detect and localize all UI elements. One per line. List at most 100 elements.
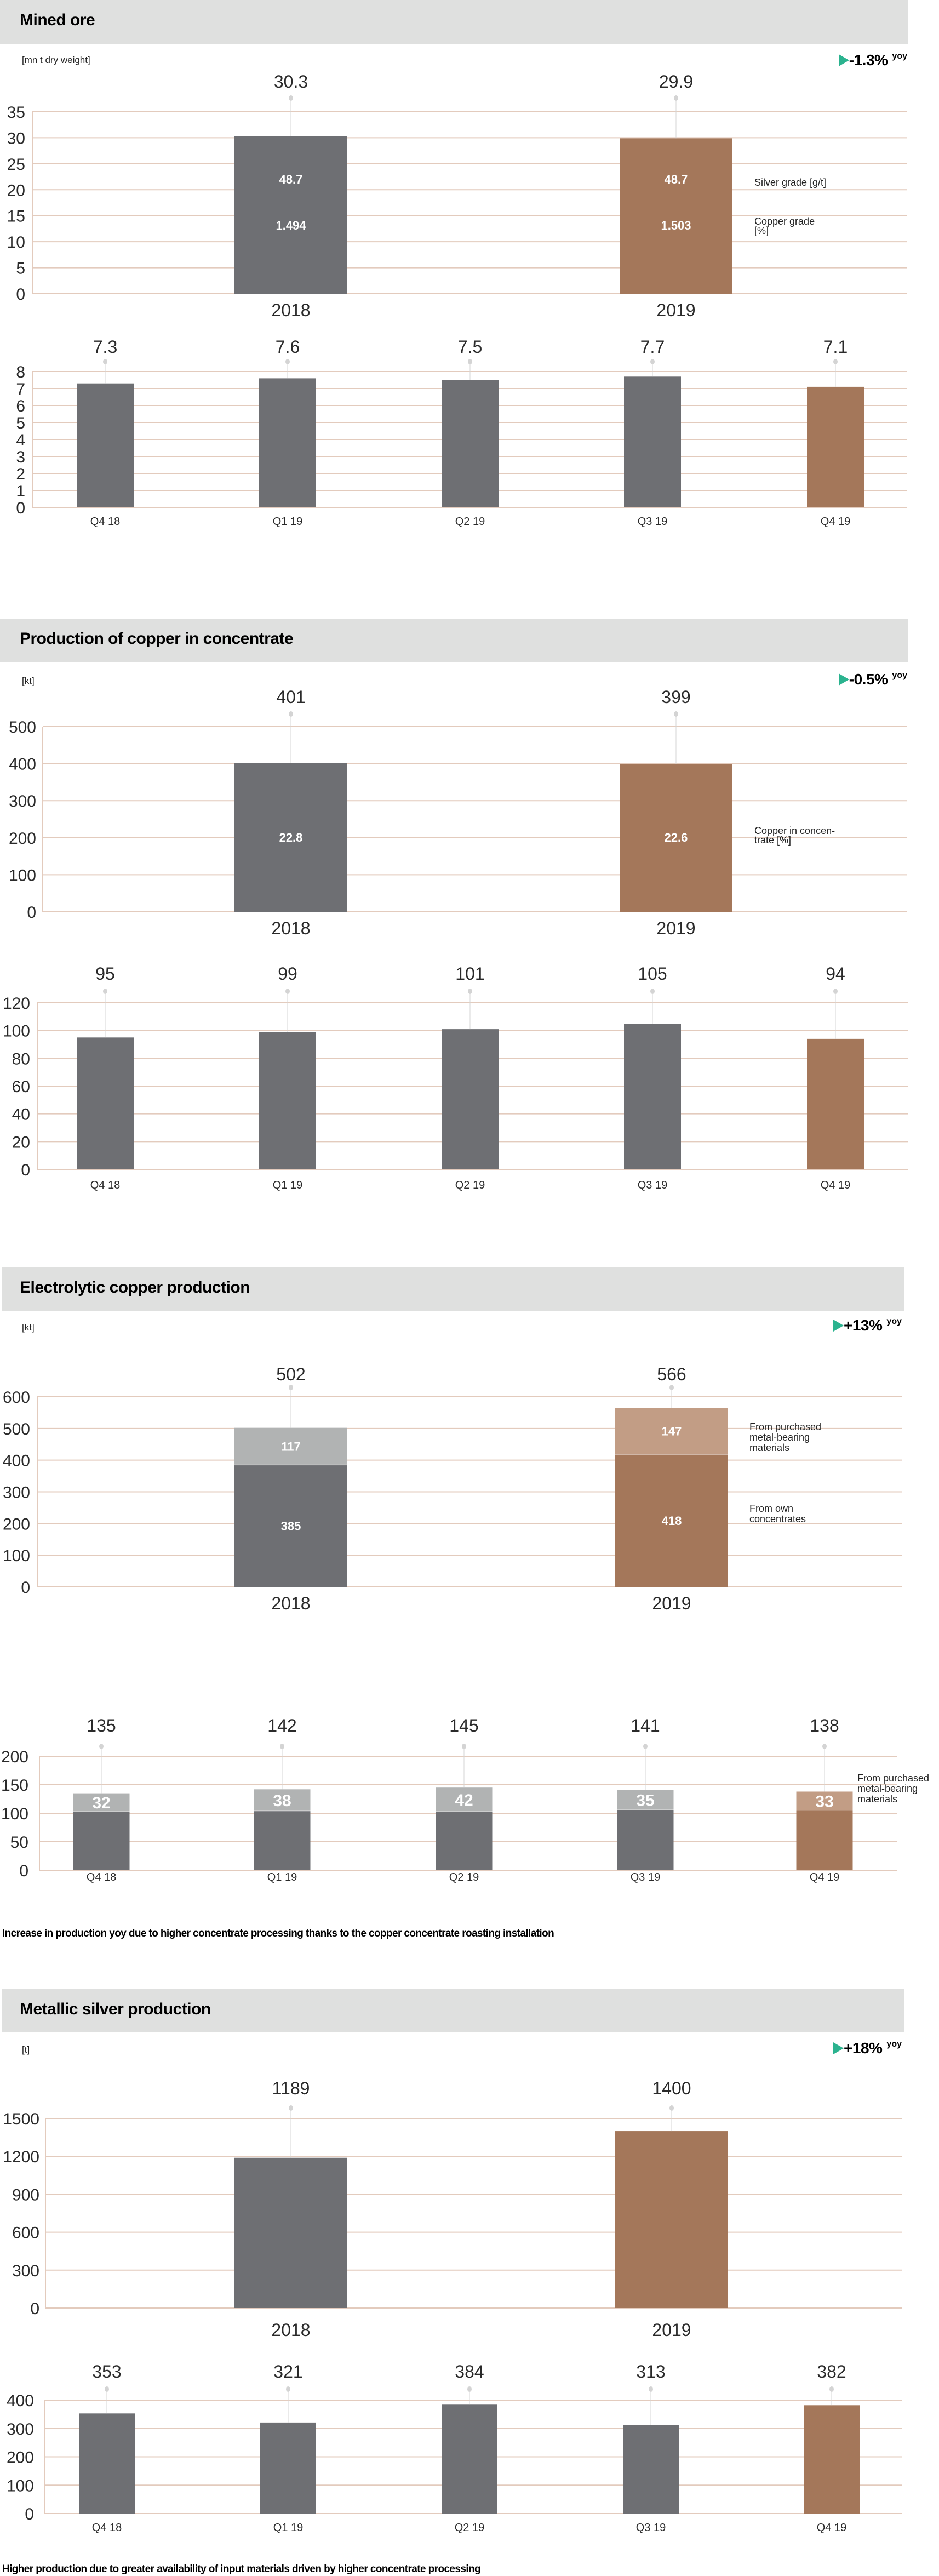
y-tick-label: 0 bbox=[25, 2505, 34, 2523]
x-axis-label: Q1 19 bbox=[267, 1871, 297, 1883]
leader-dot bbox=[289, 1385, 293, 1390]
x-axis-label: 2018 bbox=[271, 300, 310, 320]
y-tick-label: 200 bbox=[7, 2449, 34, 2467]
x-axis-label: Q1 19 bbox=[273, 1179, 302, 1191]
y-tick-label: 200 bbox=[1, 1748, 28, 1766]
bar-segment-purchased-materials bbox=[73, 1793, 130, 1812]
section-title: Electrolytic copper production bbox=[20, 1278, 250, 1296]
segment-label: 418 bbox=[662, 1514, 682, 1528]
value-label: 94 bbox=[826, 964, 845, 984]
x-axis-label: Q3 19 bbox=[638, 516, 667, 528]
x-axis-label: 2019 bbox=[656, 300, 695, 320]
value-label: 135 bbox=[87, 1716, 116, 1735]
y-tick-label: 6 bbox=[16, 397, 25, 415]
value-label: 321 bbox=[273, 2362, 302, 2381]
x-axis-label: 2018 bbox=[271, 2320, 310, 2340]
yoy-value: +18% bbox=[844, 2040, 883, 2057]
leader-dot bbox=[833, 359, 838, 364]
segment-label: 117 bbox=[281, 1440, 301, 1454]
legend-label: concentrates bbox=[749, 1513, 806, 1524]
y-tick-label: 1 bbox=[16, 482, 25, 500]
value-label: 99 bbox=[278, 964, 297, 984]
yoy-value: +13% bbox=[844, 1317, 883, 1334]
y-tick-label: 100 bbox=[3, 1547, 30, 1565]
leader-dot bbox=[649, 2386, 653, 2392]
bar-segment-own-concentrates bbox=[436, 1811, 493, 1870]
y-tick-label: 300 bbox=[7, 2420, 34, 2438]
section-header-mined-ore bbox=[0, 0, 908, 44]
legend-label: metal-bearing bbox=[857, 1783, 918, 1794]
y-tick-label: 300 bbox=[12, 2262, 39, 2280]
legend-label: Copper in concen- bbox=[754, 825, 835, 836]
leader-dot bbox=[285, 989, 290, 994]
y-tick-label: 600 bbox=[3, 1389, 30, 1407]
green-triangle-right-icon bbox=[838, 673, 849, 686]
unit-label: [mn t dry weight] bbox=[22, 55, 90, 65]
y-tick-label: 0 bbox=[30, 2300, 39, 2318]
section-header-silver bbox=[2, 1989, 904, 2032]
y-tick-label: 150 bbox=[1, 1777, 28, 1795]
y-tick-label: 3 bbox=[16, 448, 25, 466]
segment-label: 38 bbox=[273, 1792, 291, 1810]
y-tick-label: 100 bbox=[9, 866, 36, 884]
value-label: 101 bbox=[455, 964, 484, 984]
x-axis-label: 2018 bbox=[271, 918, 310, 938]
y-tick-label: 400 bbox=[7, 2392, 34, 2410]
leader-dot bbox=[833, 989, 838, 994]
bar-q4-19 bbox=[804, 2405, 860, 2514]
x-axis-label: Q2 19 bbox=[455, 2522, 484, 2534]
bar-q3-19 bbox=[624, 376, 681, 507]
x-axis-label: Q4 19 bbox=[821, 516, 850, 528]
segment-label: 33 bbox=[815, 1793, 833, 1811]
unit-label: [kt] bbox=[22, 676, 35, 686]
segment-label: 385 bbox=[281, 1520, 301, 1533]
value-label: 142 bbox=[267, 1716, 296, 1735]
value-label: 145 bbox=[449, 1716, 478, 1735]
y-tick-label: 0 bbox=[19, 1862, 28, 1880]
leader-dot bbox=[462, 1744, 466, 1749]
bar-2018 bbox=[234, 2157, 347, 2308]
bar-q4-18 bbox=[77, 1037, 134, 1169]
y-tick-label: 300 bbox=[3, 1484, 30, 1502]
y-tick-label: 1500 bbox=[3, 2110, 39, 2128]
y-tick-label: 4 bbox=[16, 431, 25, 449]
y-tick-label: 0 bbox=[21, 1579, 30, 1597]
bar-segment-purchased-materials bbox=[615, 1408, 728, 1455]
leader-dot bbox=[289, 95, 293, 101]
leader-dot bbox=[280, 1744, 284, 1749]
yoy-badge: -1.3% yoy bbox=[838, 52, 907, 69]
bar-segment-own-concentrates bbox=[615, 1454, 728, 1587]
green-triangle-right-icon bbox=[833, 1320, 844, 1332]
green-triangle-right-icon bbox=[838, 54, 849, 66]
x-axis-label: 2019 bbox=[656, 918, 695, 938]
bar-q1-19 bbox=[260, 2422, 316, 2514]
bar-segment-purchased-materials bbox=[254, 1789, 311, 1811]
value-label: 105 bbox=[638, 964, 667, 984]
in-bar-label: 22.6 bbox=[665, 831, 688, 844]
legend-label: From own bbox=[749, 1503, 793, 1514]
bar-segment-own-concentrates bbox=[73, 1811, 130, 1870]
y-tick-label: 120 bbox=[3, 995, 30, 1013]
leader-dot bbox=[643, 1744, 648, 1749]
x-axis-label: Q4 19 bbox=[810, 1871, 839, 1883]
legend-label: From purchased bbox=[749, 1421, 821, 1432]
legend-label: Copper grade bbox=[754, 216, 815, 227]
legend-label: metal-bearing bbox=[749, 1432, 810, 1443]
leader-dot bbox=[99, 1744, 104, 1749]
y-tick-label: 400 bbox=[9, 756, 36, 774]
y-tick-label: 200 bbox=[3, 1515, 30, 1533]
section-title: Production of copper in concentrate bbox=[20, 630, 294, 648]
leader-dot bbox=[468, 359, 472, 364]
y-tick-label: 5 bbox=[16, 414, 25, 432]
leader-dot bbox=[829, 2386, 834, 2392]
leader-dot bbox=[674, 711, 678, 717]
segment-label: 35 bbox=[636, 1792, 654, 1810]
y-tick-label: 300 bbox=[9, 792, 36, 810]
yoy-suffix: yoy bbox=[886, 2040, 902, 2049]
